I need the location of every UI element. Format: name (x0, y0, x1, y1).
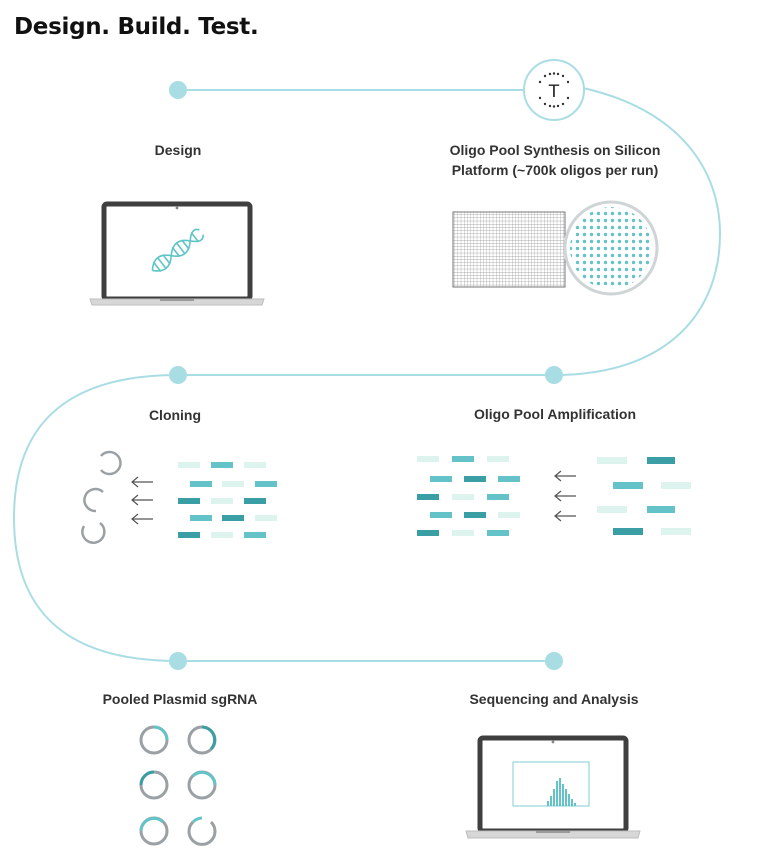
page-title: Design. Build. Test. (14, 14, 259, 40)
arrow-left-icon (554, 470, 576, 522)
step-label-plasmid: Pooled Plasmid sgRNA (102, 691, 258, 707)
node-plasmid (169, 652, 187, 670)
plasmid-ring (187, 816, 217, 846)
silicon-chip-icon (452, 200, 659, 296)
node-sequencing (545, 652, 563, 670)
step-label-sequencing: Sequencing and Analysis (469, 691, 639, 707)
plasmid-ring (139, 725, 169, 755)
oligo-bars (178, 462, 277, 538)
step-label-cloning: Cloning (148, 407, 202, 423)
cloning-icon (81, 450, 277, 544)
plasmid-ring (187, 770, 217, 800)
laptop-histogram-icon (465, 735, 641, 839)
open-plasmid-icon (81, 450, 122, 544)
source-oligo-bars (597, 457, 691, 535)
node-amplification (545, 366, 563, 384)
step-label-synthesis: Oligo Pool Synthesis on Silicon Platform… (410, 140, 700, 180)
plasmid-rings-icon (139, 725, 217, 846)
workflow-path (12, 87, 722, 662)
arrow-left-icon (131, 476, 153, 525)
amplification-icon (417, 456, 691, 536)
step-label-design: Design (154, 142, 202, 158)
node-design (169, 81, 187, 99)
node-cloning (169, 366, 187, 384)
plasmid-ring (187, 725, 217, 755)
plasmid-ring (139, 770, 169, 800)
amplified-oligo-bars (417, 456, 520, 536)
step-label-amplification: Oligo Pool Amplification (473, 406, 637, 422)
laptop-dna-icon (89, 201, 265, 306)
step-label-synthesis-line1: Oligo Pool Synthesis on Silicon (449, 142, 661, 158)
logo-letter: T (548, 82, 560, 102)
step-label-synthesis-line2: Platform (~700k oligos per run) (451, 162, 659, 178)
plasmid-ring (139, 816, 169, 846)
twist-logo-icon: T (523, 59, 585, 121)
